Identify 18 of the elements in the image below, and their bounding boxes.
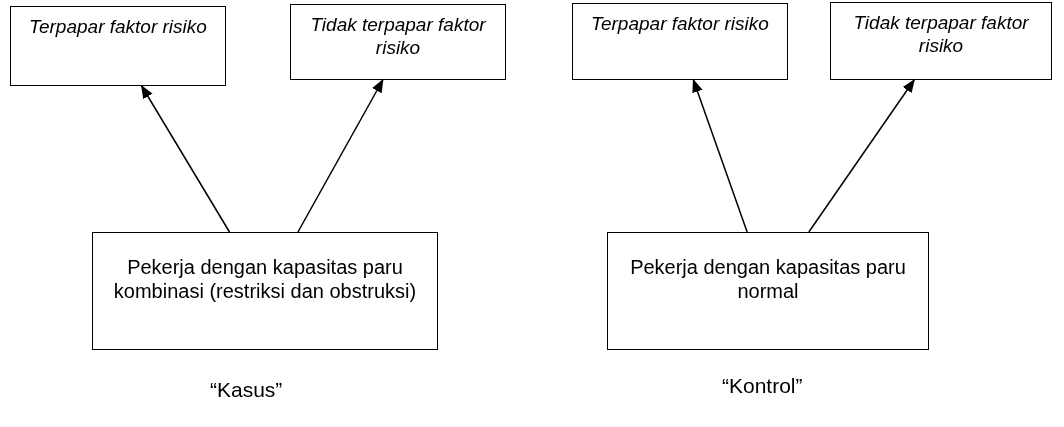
arrow <box>692 78 748 233</box>
text-box <box>572 3 788 80</box>
box-text: Tidak terpapar faktor risiko <box>309 13 487 59</box>
arrow <box>808 78 915 233</box>
box-text: Tidak terpapar faktor risiko <box>852 11 1030 57</box>
text-box <box>10 6 226 86</box>
group-label: “Kasus” <box>210 378 283 402</box>
box-text: Pekerja dengan kapasitas paru kombinasi (restriksi dan obstruksi) <box>112 255 418 303</box>
group-label: “Kontrol” <box>722 374 803 398</box>
text-box <box>830 2 1052 80</box>
box-text: Terpapar faktor risiko <box>28 15 208 38</box>
text-box <box>92 232 438 350</box>
text-box <box>607 232 929 350</box>
arrow <box>140 84 231 233</box>
box-text: Terpapar faktor risiko <box>590 12 770 35</box>
box-text: Pekerja dengan kapasitas paru normal <box>629 255 907 303</box>
text-box <box>290 4 506 80</box>
arrow <box>297 78 384 233</box>
